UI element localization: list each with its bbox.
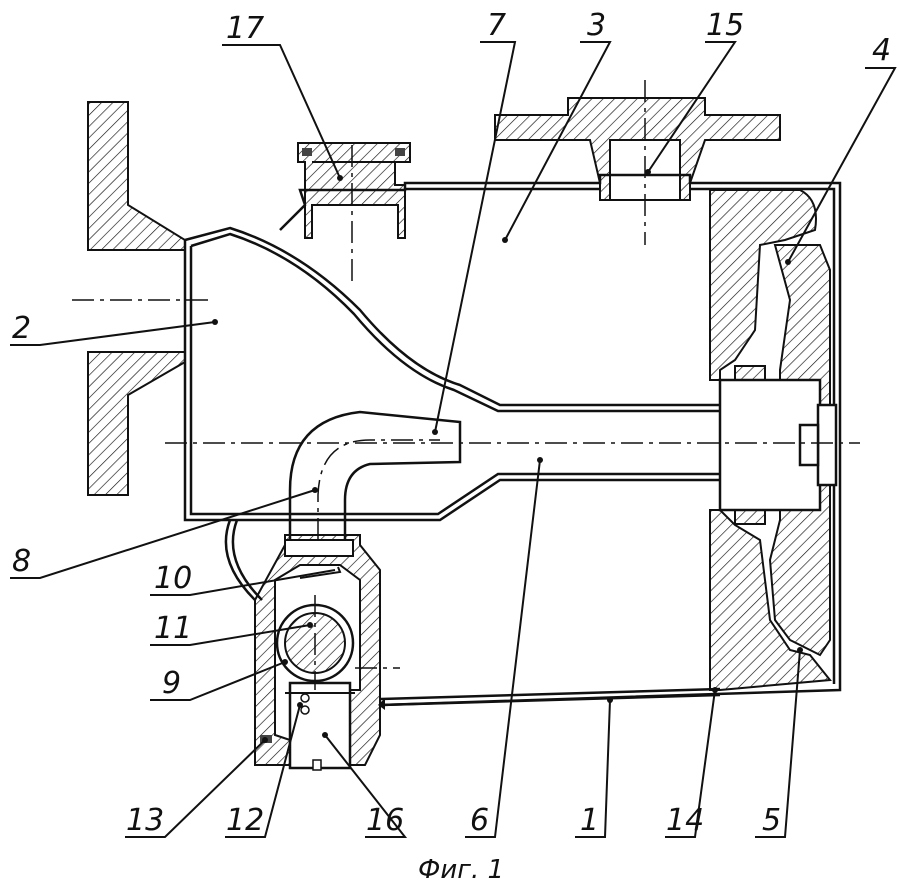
elbow-nozzle bbox=[288, 410, 462, 540]
suction-chamber bbox=[183, 226, 720, 522]
label-5: 5 bbox=[762, 803, 781, 838]
label-3: 3 bbox=[587, 8, 606, 43]
label-12: 12 bbox=[226, 803, 264, 838]
inlet-flange bbox=[87, 101, 186, 496]
impeller-housing bbox=[709, 189, 838, 691]
label-2: 2 bbox=[12, 311, 31, 346]
leader-lines bbox=[10, 41, 897, 838]
check-valve bbox=[254, 534, 385, 771]
label-4: 4 bbox=[872, 33, 891, 68]
label-17: 17 bbox=[226, 11, 264, 46]
label-16: 16 bbox=[366, 803, 404, 838]
center-lines bbox=[72, 80, 860, 690]
discharge-flange bbox=[494, 97, 781, 201]
plug bbox=[297, 142, 411, 239]
label-1: 1 bbox=[580, 803, 599, 838]
label-15: 15 bbox=[706, 8, 744, 43]
label-9: 9 bbox=[162, 666, 181, 701]
label-14: 14 bbox=[666, 803, 704, 838]
label-11: 11 bbox=[154, 611, 192, 646]
label-13: 13 bbox=[126, 803, 164, 838]
figure-caption: Фиг. 1 bbox=[418, 855, 504, 885]
label-10: 10 bbox=[154, 561, 192, 596]
label-7: 7 bbox=[487, 8, 506, 43]
label-8: 8 bbox=[12, 544, 31, 579]
label-6: 6 bbox=[470, 803, 489, 838]
